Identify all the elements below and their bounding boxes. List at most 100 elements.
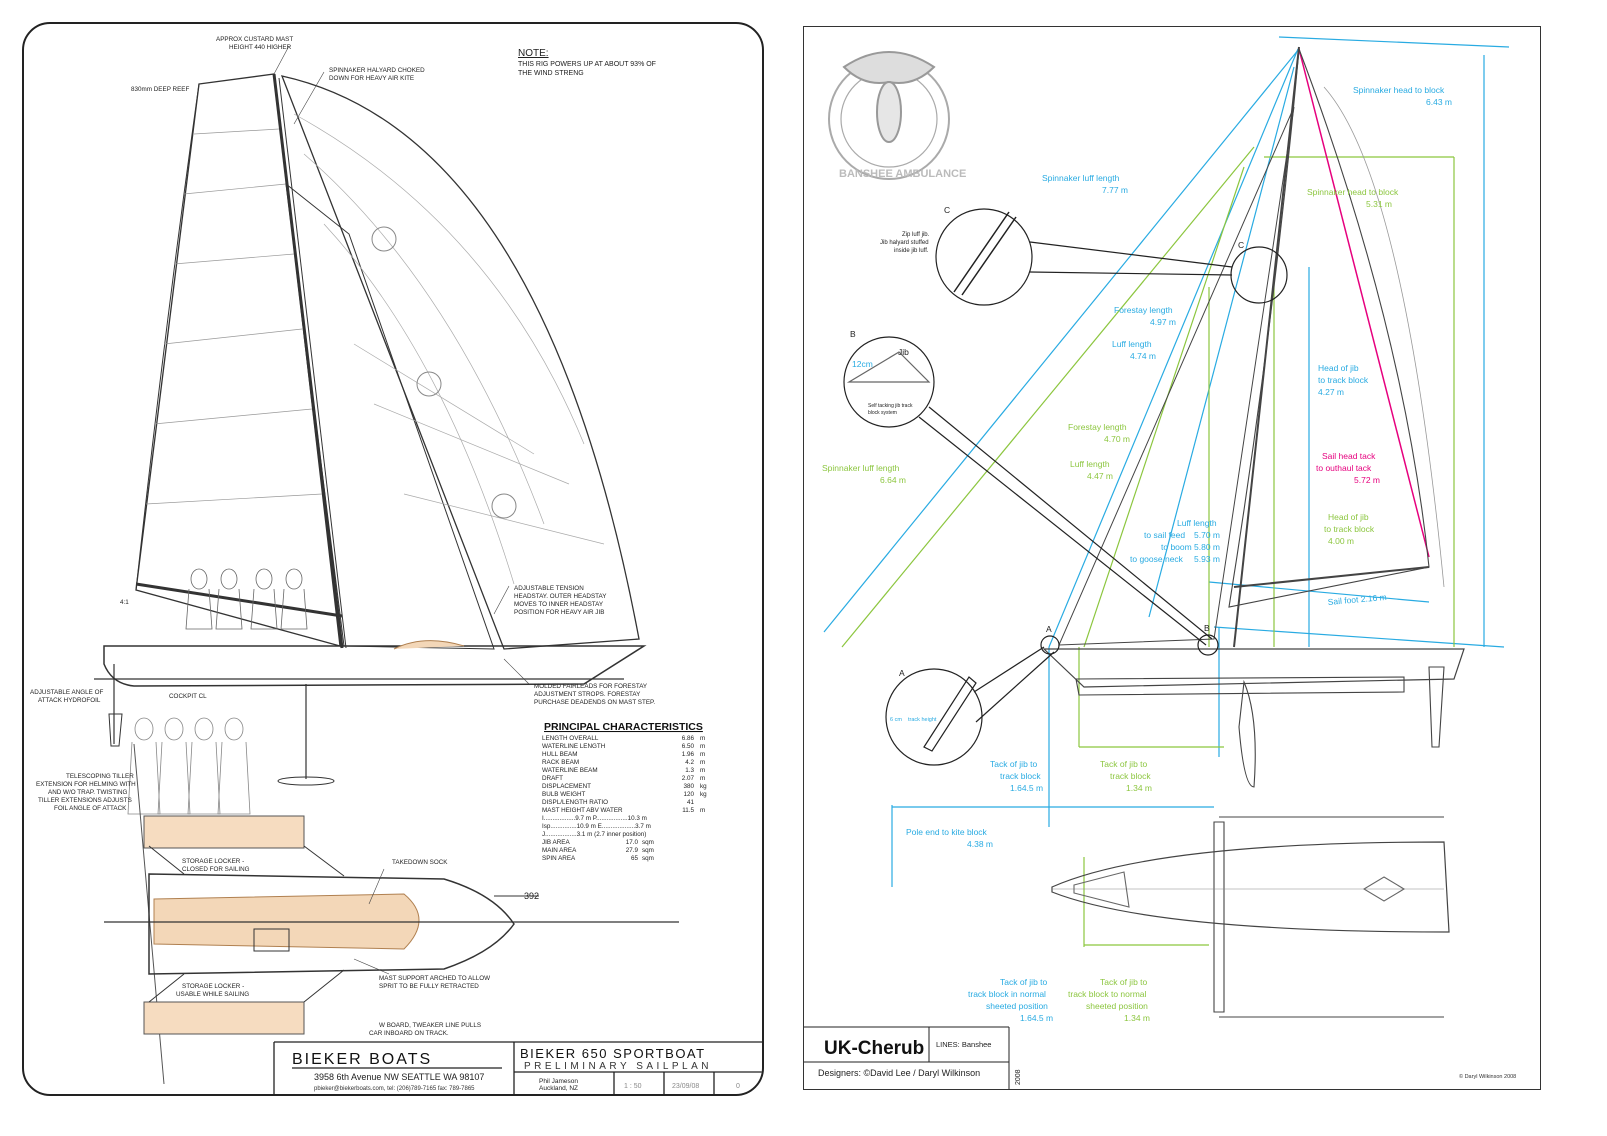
principal-sail-row: Isp...............10.9 m E..............… [542,823,651,830]
sail-head-tack-1: Sail head tack [1322,451,1376,461]
head-jib-blue-1: Head of jib [1318,363,1359,373]
fairlead-note-1: MOLDED FAIRLEADS FOR FORESTAY [534,683,648,690]
mast-support-1: MAST SUPPORT ARCHED TO ALLOW [379,975,490,982]
detail-c-note-1: Zip luff jib. [902,232,930,238]
mast-note-line2: HEIGHT 440 HIGHER [229,44,292,51]
point-c-label: C [1238,240,1244,250]
title-block-lines [273,1041,762,1094]
forestay-green-label: Forestay length [1068,422,1127,432]
luff-multi-row1-label: to sail feed [1144,530,1185,540]
boom [135,582,343,618]
detail-callouts [843,208,1288,766]
detail-c-letter: C [944,205,950,215]
principal-row-label: WATERLINE BEAM [542,767,598,774]
storage-bottom-1: STORAGE LOCKER - [182,983,244,990]
spin-head-block-green-label: Spinnaker head to block [1307,187,1399,197]
principal-title: PRINCIPAL CHARACTERISTICS [544,721,703,733]
detail-c-marker [1230,246,1288,304]
centreboard [1238,679,1256,788]
principal-row-label: BULB WEIGHT [542,791,586,798]
hull-profile [1042,648,1465,688]
tack-normal-green-1: Tack of jib to [1100,977,1148,987]
detail-a-marker [1040,635,1060,655]
bieker-sailplan-drawing: APPROX CUSTARD MAST HEIGHT 440 HIGHER SP… [30,36,762,1094]
principal-area-unit: sqm [642,839,654,846]
sail-head-tack-2: to outhaul tack [1316,463,1372,473]
rack-top [143,815,305,849]
principal-row-label: DRAFT [542,775,563,782]
crew-figures-front [127,717,251,815]
detail-c-note-2: Jib halyard stuffed [880,240,929,246]
mainsail-roach [135,83,200,591]
principal-area-unit: sqm [642,847,654,854]
reef-note: 830mm DEEP REEF [131,86,189,93]
mainsail [1228,48,1430,608]
principal-area-label: JIB AREA [542,839,570,846]
detail-b-dim: 12cm [852,359,873,369]
principal-sail-row: J..................3.1 m (2.7 inner posi… [542,831,646,838]
tack-normal-green-2: track block to normal [1068,989,1147,999]
principal-row-unit: m [700,767,705,774]
crew-figures-side [185,568,308,630]
storage-top-2: CLOSED FOR SAILING [182,866,250,873]
company-address: 3958 6th Avenue NW SEATTLE WA 98107 [314,1072,484,1082]
principal-row-value: 2.07 [682,775,695,782]
detail-a-note-1: 6 cm [890,717,902,723]
detail-c-note-3: inside jib luff. [894,248,929,254]
designers-label: Designers: ©David Lee / Daryl Wilkinson [818,1068,980,1078]
principal-row-unit: m [700,735,705,742]
cherub-rig [1042,46,1465,1018]
headstay-note-4: POSITION FOR HEAVY AIR JIB [514,609,604,616]
hydrofoil-note-1: ADJUSTABLE ANGLE OF [30,689,104,696]
cockpit-label: COCKPIT CL [169,693,207,700]
detail-b-note-2: block system [868,410,897,416]
luff-multi-row3-value: 5.93 m [1194,554,1220,564]
mast-support-2: SPRIT TO BE FULLY RETRACTED [379,983,479,990]
note-title: NOTE: [518,48,549,59]
luff-blue-value: 4.74 m [1130,351,1156,361]
principal-row-label: WATERLINE LENGTH [542,743,606,750]
pole-end-value: 4.38 m [967,839,993,849]
mainsail-battens [145,128,323,505]
hull-plan [148,873,515,975]
date-value: 23/09/08 [672,1083,699,1090]
bieker-sailplan-sheet: APPROX CUSTARD MAST HEIGHT 440 HIGHER SP… [22,22,764,1096]
luff-green-label: Luff length [1070,459,1110,469]
luff-multi-row1-value: 5.70 m [1194,530,1220,540]
principal-row-unit: m [700,759,705,766]
point-a-label: A [1046,624,1052,634]
principal-area-value: 27.9 [626,847,639,854]
detail-b-letter: B [850,329,856,339]
head-jib-blue-2: to track block [1318,375,1369,385]
company-name: BIEKER BOATS [292,1051,432,1068]
principal-row-label: DISPLACEMENT [542,783,591,790]
principal-area-unit: sqm [642,855,654,862]
client-line1: Phil Jameson [539,1078,578,1085]
logo-text: BANSHEE AMBULANCE [839,168,966,180]
sheet-number: 0 [736,1083,740,1090]
banshee-ambulance-logo: BANSHEE AMBULANCE [828,51,966,180]
hull-profile [103,645,647,687]
principal-row-label: MAST HEIGHT ABV WATER [542,807,623,814]
principal-row-value: 4.2 [685,759,694,766]
tack-jib-green-value: 1.34 m [1126,783,1152,793]
cherub-title: UK-Cherub [824,1038,924,1059]
boom [1233,566,1430,588]
sail-head-tack-line [1298,48,1430,558]
tack-jib-blue-2: track block [1000,771,1041,781]
tack-jib-blue-1: Tack of jib to [990,759,1038,769]
right-labels: Spinnaker head to block 6.43 m Spinnaker… [822,85,1452,1023]
tack-jib-green-1: Tack of jib to [1100,759,1148,769]
forestay-blue-value: 4.97 m [1150,317,1176,327]
storage-top-1: STORAGE LOCKER - [182,858,244,865]
copyright-label: © Daryl Wilkinson 2008 [1459,1073,1516,1080]
tack-normal-blue-2: track block in normal [968,989,1046,999]
fairlead-note-2: ADJUSTMENT STROPS. FORESTAY [534,691,641,698]
detail-c-circle [935,208,1033,306]
principal-row-value: 41 [687,799,695,806]
hull-plan [1051,841,1450,933]
tack-normal-blue-value: 1.64.5 m [1020,1013,1053,1023]
spin-luff-green-value: 6.64 m [880,475,906,485]
point-b-label: B [1204,623,1210,633]
principal-area-value: 65 [631,855,639,862]
